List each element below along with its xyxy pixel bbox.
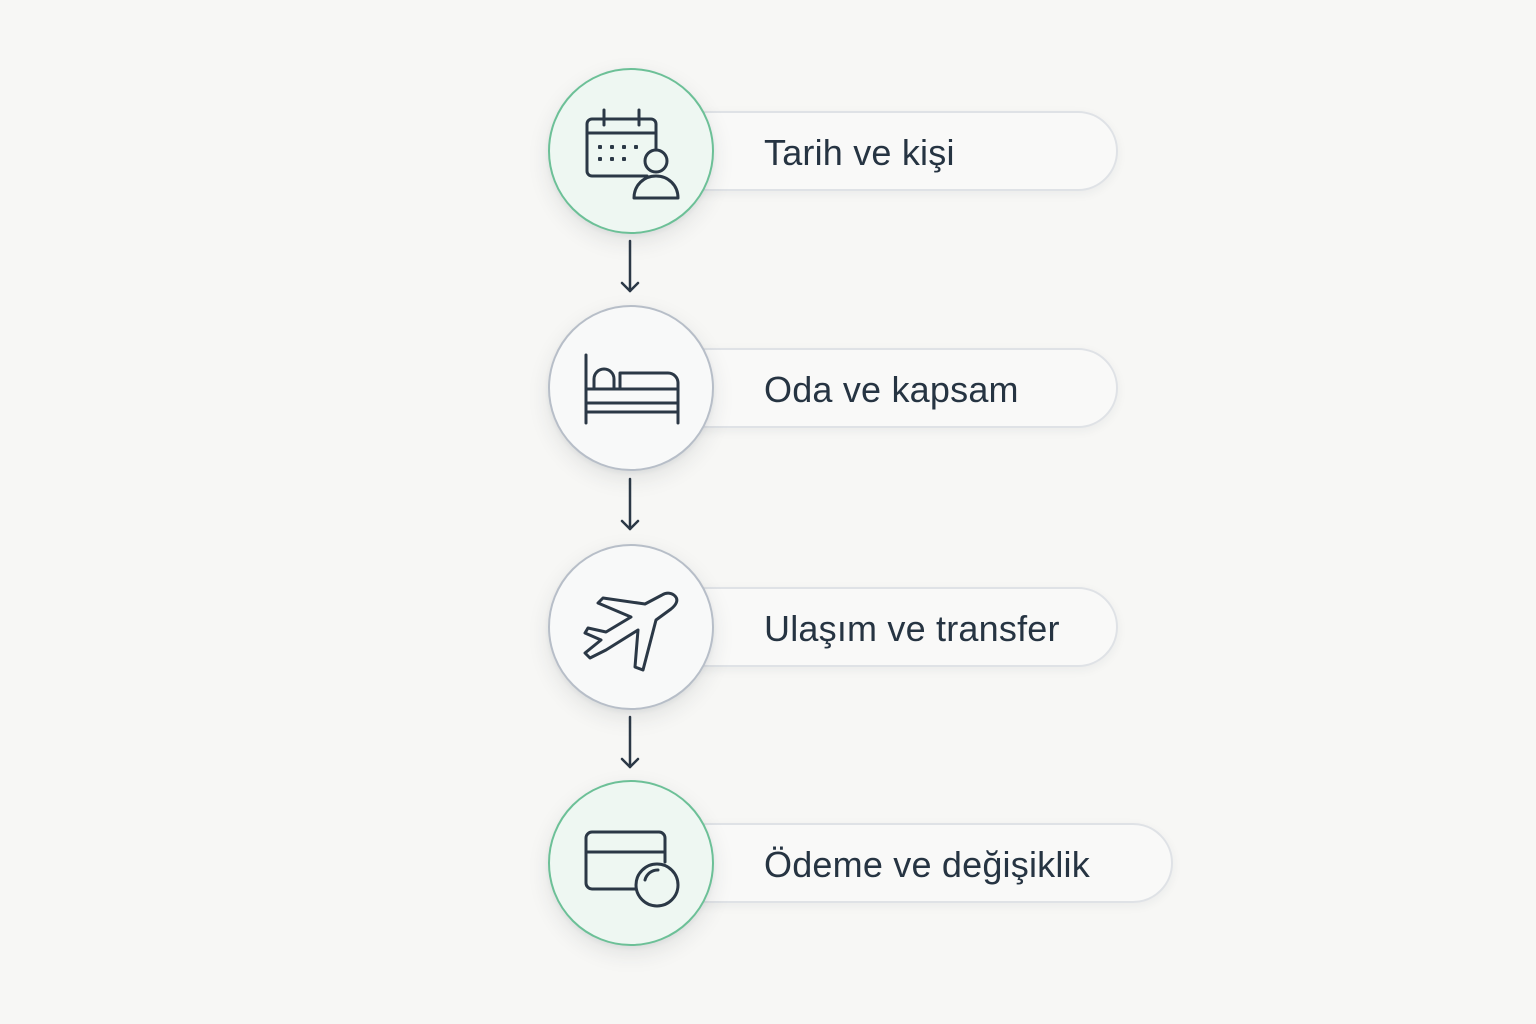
- card-coin-icon: [584, 830, 680, 908]
- step-label-pill[interactable]: Oda ve kapsam: [668, 348, 1118, 428]
- step-icon-circle[interactable]: [548, 780, 714, 946]
- step-icon-circle[interactable]: [548, 544, 714, 710]
- step-label: Tarih ve kişi: [764, 132, 955, 173]
- step-label-pill[interactable]: Ulaşım ve transfer: [668, 587, 1118, 667]
- airplane-icon: [583, 591, 679, 672]
- step-label: Oda ve kapsam: [764, 369, 1019, 410]
- calendar-person-icon: [585, 108, 680, 200]
- bed-icon: [584, 353, 680, 425]
- step-icon-circle[interactable]: [548, 68, 714, 234]
- step-label-pill[interactable]: Ödeme ve değişiklik: [668, 823, 1173, 903]
- down-arrow-icon: [620, 715, 640, 769]
- step-icon-circle[interactable]: [548, 305, 714, 471]
- step-label: Ödeme ve değişiklik: [764, 844, 1090, 885]
- down-arrow-icon: [620, 239, 640, 293]
- down-arrow-icon: [620, 477, 640, 531]
- step-label-pill[interactable]: Tarih ve kişi: [668, 111, 1118, 191]
- step-label: Ulaşım ve transfer: [764, 608, 1060, 649]
